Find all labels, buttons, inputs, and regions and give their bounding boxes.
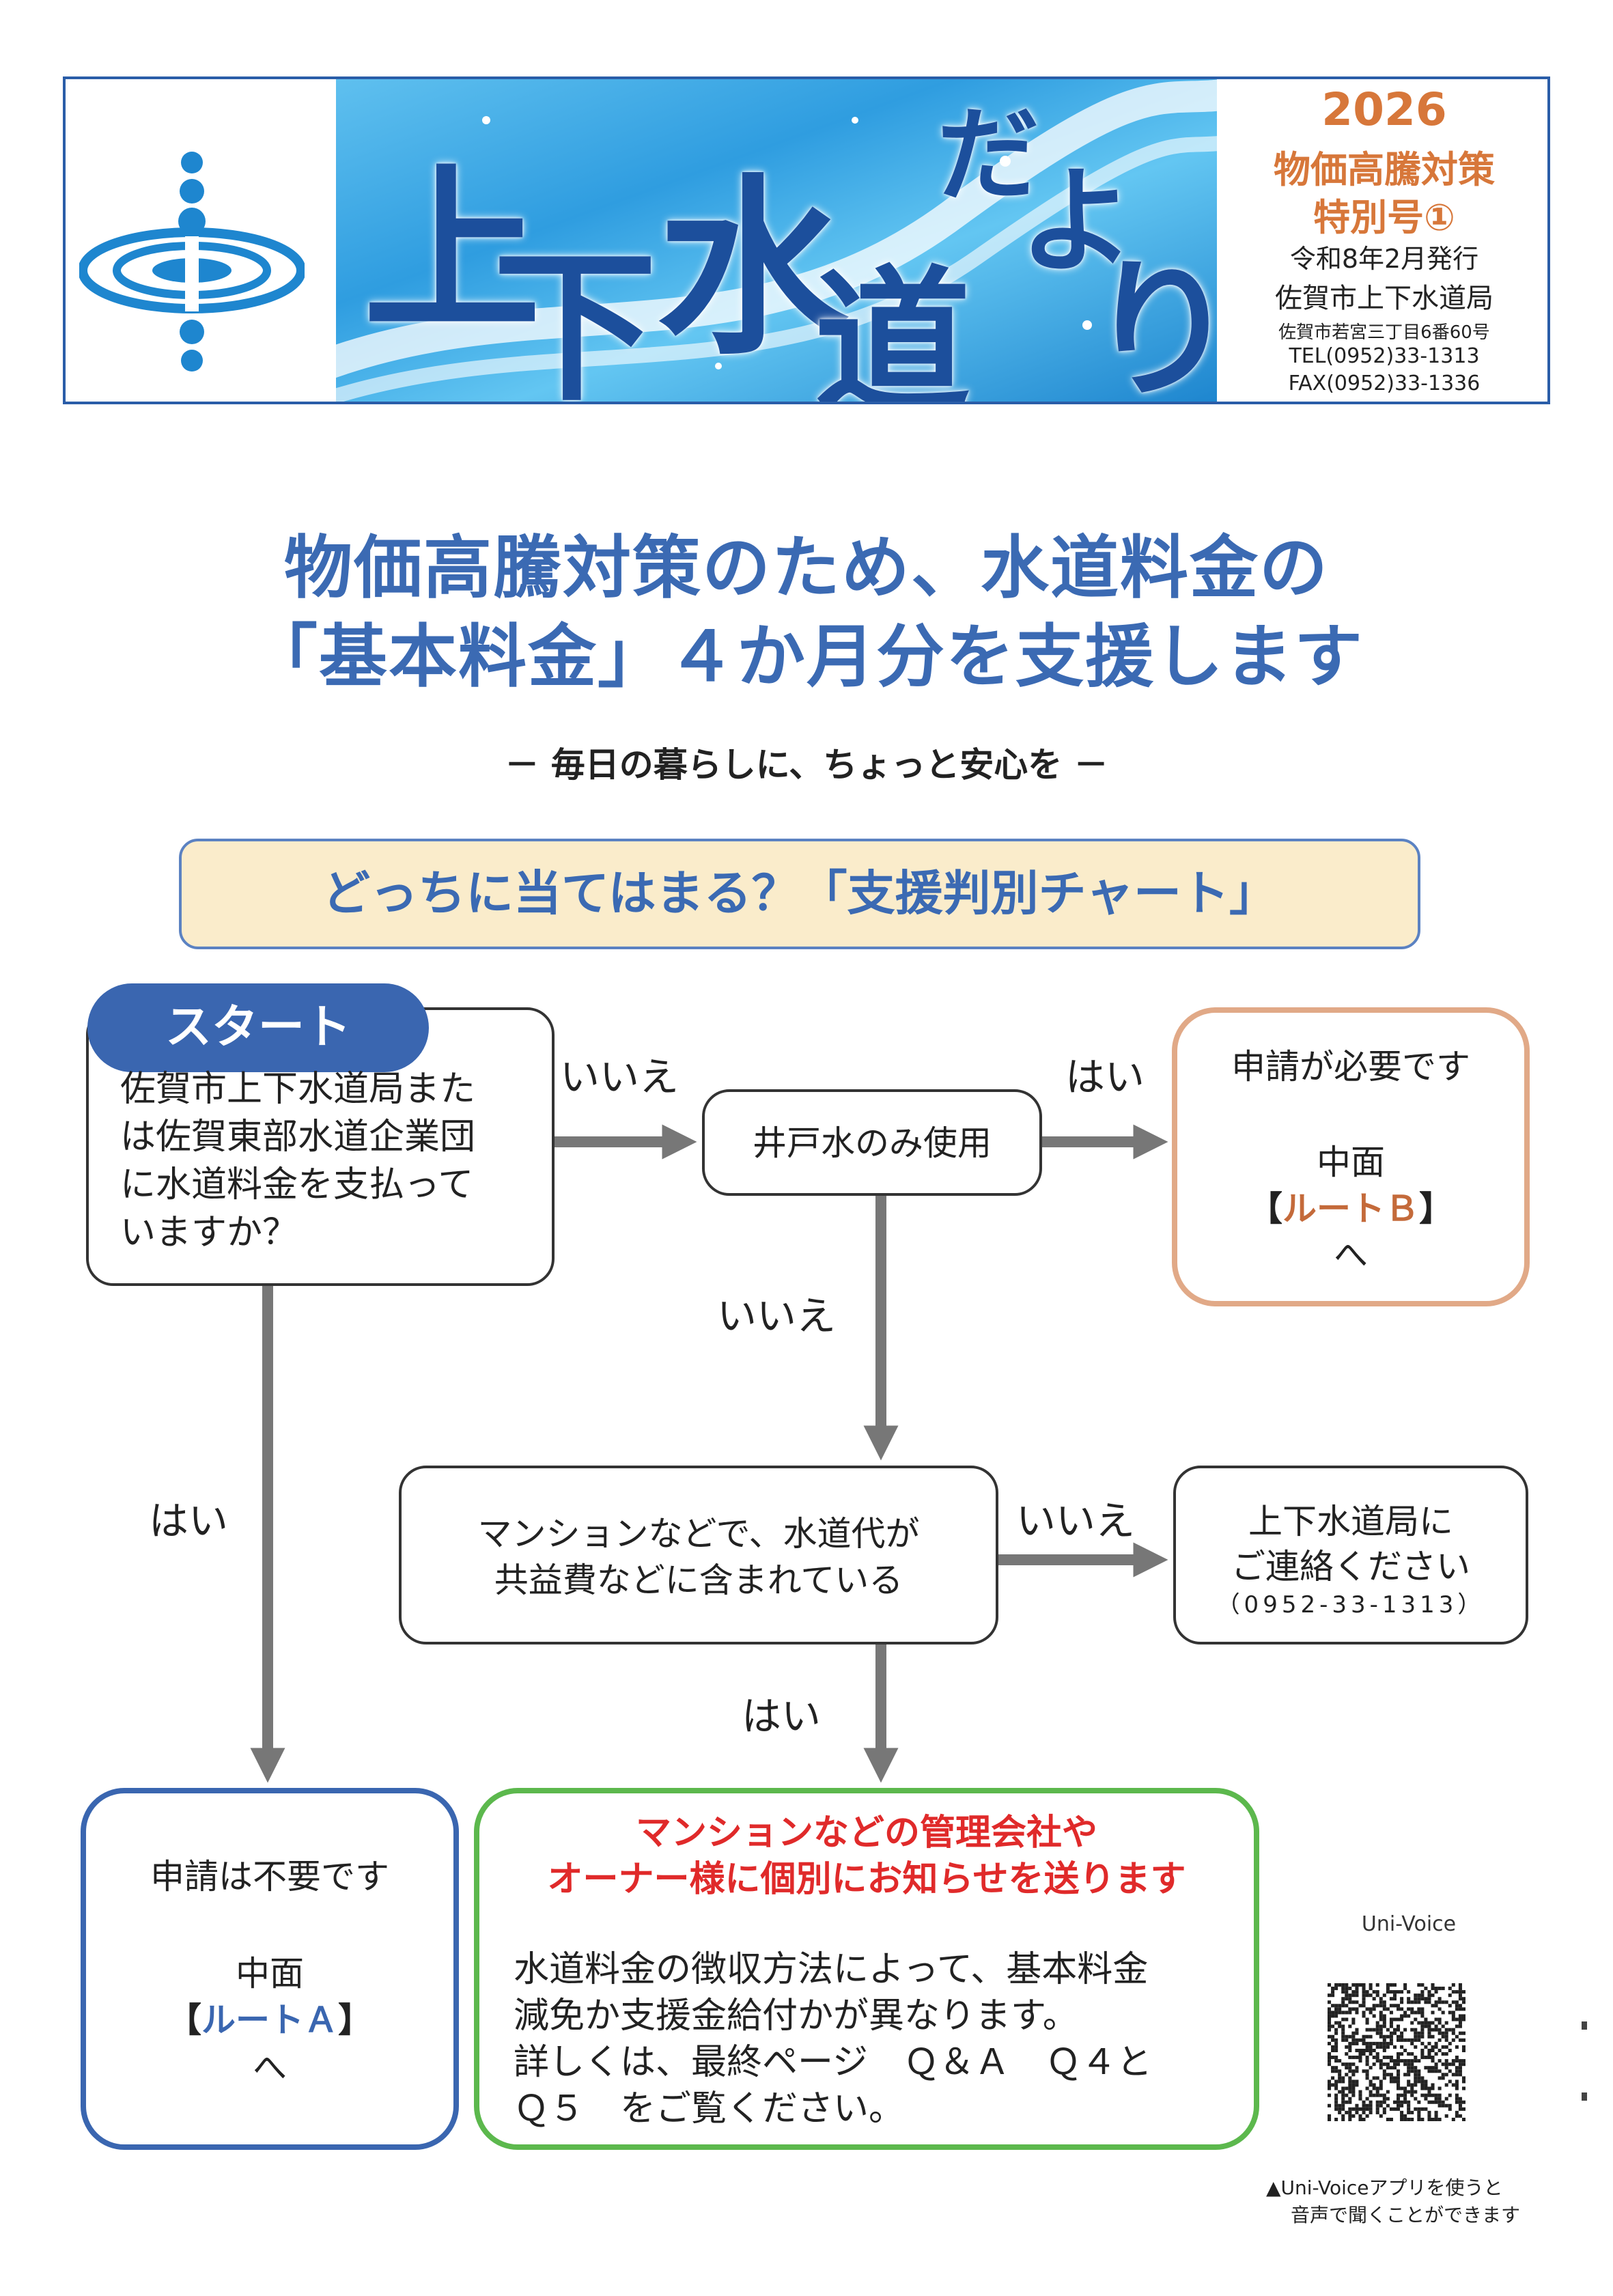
contact-phone: （0952-33-1313） <box>1216 1591 1485 1619</box>
question-3-line: 共益費などに含まれている <box>494 1560 903 1600</box>
label-no: いいえ <box>560 1054 679 1100</box>
issue-date: 令和8年2月発行 <box>1289 244 1479 274</box>
result-c-body: 減免か支援金給付かが異なります。 <box>514 1996 1078 2036</box>
question-1-line: いますか？ <box>120 1212 298 1253</box>
route-b-label: ルートＢ <box>1282 1189 1419 1229</box>
headline-line-1: 物価高騰対策のため、水道料金の <box>284 528 1329 608</box>
route-a-label: ルートＡ <box>201 2000 338 2040</box>
contact-line: 上下水道局に <box>1248 1502 1453 1541</box>
edge-mark <box>1582 2092 1587 2101</box>
result-c-notice: オーナー様に個別にお知らせを送ります <box>547 1859 1186 1900</box>
route-bracket-close: 】 <box>1419 1189 1453 1229</box>
banner-char-ue: 上 <box>363 147 541 355</box>
result-a-status: 申請は不要です <box>150 1857 389 1896</box>
qr-caption: 音声で聞くことができます <box>1291 2204 1521 2226</box>
label-no: いいえ <box>717 1293 837 1339</box>
subheadline: － 毎日の暮らしに、ちょっと安心を － <box>505 745 1108 785</box>
qr-caption: ▲Uni-Voiceアプリを使うと <box>1266 2176 1503 2199</box>
water-drop-logo-icon <box>79 152 305 372</box>
result-route-a-box <box>81 1788 459 2150</box>
result-c-body: 詳しくは、最終ページ Ｑ＆Ａ Ｑ４と <box>514 2042 1152 2083</box>
result-b-route: 【ルートＢ】 <box>1172 1186 1530 1232</box>
edge-mark <box>1582 2021 1587 2030</box>
question-3-line: マンションなどで、水道代が <box>477 1514 920 1554</box>
question-2-text: 井戸水のみ使用 <box>753 1123 992 1163</box>
publisher-address: 佐賀市若宮三丁目6番60号 <box>1278 322 1490 343</box>
route-bracket-open: 【 <box>1248 1189 1282 1229</box>
result-b-page: 中面 <box>1317 1143 1385 1182</box>
question-1-line: に水道料金を支払って <box>120 1164 474 1205</box>
issue-number: 特別号① <box>1313 196 1455 239</box>
issue-title: 物価高騰対策 <box>1274 148 1495 191</box>
label-yes: はい <box>149 1498 229 1544</box>
route-bracket-open: 【 <box>167 2000 201 2040</box>
publisher-tel: TEL(0952)33-1313 <box>1289 344 1480 368</box>
issue-info: 2026 物価高騰対策 特別号① 令和8年2月発行 佐賀市上下水道局 佐賀市若宮… <box>1221 79 1547 402</box>
banner-char-da: だ <box>937 95 1040 215</box>
banner-char-shita: 下 <box>493 231 658 402</box>
chart-title: どっちに当てはまる？「支援判別チャート」 <box>179 839 1420 949</box>
newsletter-header: 上 下 水 道 だ よ り 2026 物価高騰対策 特別号① 令和8年2月発行 … <box>63 76 1550 404</box>
banner-char-michi: 道 <box>814 251 972 402</box>
result-c-body: 水道料金の徴収方法によって、基本料金 <box>514 1949 1149 1990</box>
start-badge: スタート <box>87 983 429 1072</box>
banner-char-yo: よ <box>1019 153 1136 290</box>
question-3-box <box>399 1466 998 1644</box>
question-1-line: 佐賀市上下水道局また <box>120 1069 476 1110</box>
question-1-line: は佐賀東部水道企業団 <box>120 1117 476 1158</box>
result-a-page: 中面 <box>236 1954 304 1993</box>
question-2-box <box>702 1089 1042 1196</box>
title-banner: 上 下 水 道 だ よ り <box>336 79 1217 402</box>
contact-line: ご連絡ください <box>1231 1547 1470 1586</box>
label-no: いいえ <box>1016 1498 1136 1544</box>
publisher-name: 佐賀市上下水道局 <box>1275 283 1493 314</box>
headline-line-2: 「基本料金」４か月分を支援します <box>249 617 1364 697</box>
result-a-direction: へ <box>253 2048 287 2088</box>
water-wave-decoration <box>336 79 1217 402</box>
result-a-route: 【ルートＡ】 <box>81 1997 459 2043</box>
question-1-text: 佐賀市上下水道局また は佐賀東部水道企業団 に水道料金を支払って いますか？ <box>120 1065 544 1257</box>
result-management-box <box>474 1788 1259 2150</box>
issue-year: 2026 <box>1321 83 1447 136</box>
result-route-b-box <box>1172 1007 1530 1306</box>
label-yes: はい <box>1065 1054 1145 1100</box>
result-c-body: Ｑ５ をご覧ください。 <box>514 2088 905 2129</box>
result-b-direction: へ <box>1334 1235 1368 1275</box>
contact-box <box>1173 1466 1528 1644</box>
banner-char-ri: り <box>1087 241 1217 402</box>
label-yes: はい <box>742 1693 822 1739</box>
publisher-fax: FAX(0952)33-1336 <box>1288 372 1481 395</box>
result-b-status: 申請が必要です <box>1231 1047 1470 1087</box>
result-c-notice: マンションなどの管理会社や <box>635 1812 1097 1853</box>
route-bracket-close: 】 <box>338 2000 372 2040</box>
qr-label: Uni-Voice <box>1361 1912 1457 1936</box>
banner-char-mizu: 水 <box>657 156 848 381</box>
uni-voice-qr-code-icon <box>1328 1983 1465 2121</box>
